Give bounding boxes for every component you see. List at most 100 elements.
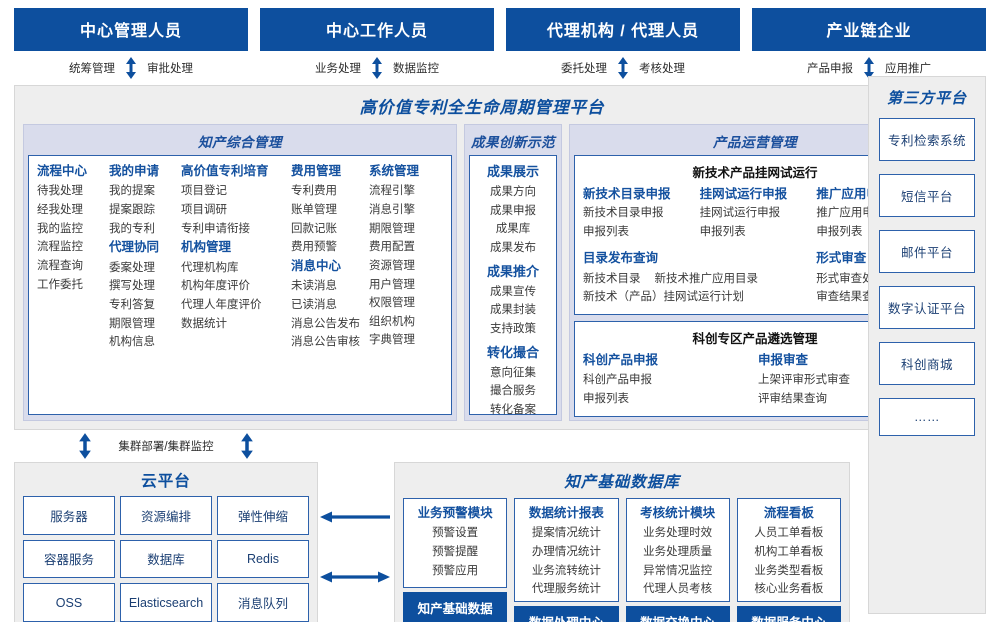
- menu-item[interactable]: 费用配置: [369, 241, 415, 254]
- menu-item[interactable]: 意向征集: [490, 366, 536, 379]
- actor-box-center-managers[interactable]: 中心管理人员: [14, 8, 248, 51]
- menu-item[interactable]: 支持政策: [490, 323, 536, 336]
- menu-item[interactable]: 专利费用: [291, 185, 337, 198]
- cloud-cell-elasticsearch[interactable]: Elasticsearch: [120, 583, 212, 622]
- menu-item[interactable]: 成果方向: [490, 186, 536, 199]
- cloud-cell-message-queue[interactable]: 消息队列: [217, 583, 309, 622]
- menu-item[interactable]: 新技术目录申报: [583, 207, 664, 220]
- menu-item[interactable]: 成果宣传: [490, 285, 536, 298]
- db-card-item[interactable]: 人员工单看板: [754, 527, 824, 540]
- db-card-item[interactable]: 代理服务统计: [531, 583, 601, 596]
- menu-item[interactable]: 申报列表: [816, 225, 863, 238]
- menu-item[interactable]: 权限管理: [369, 297, 415, 310]
- menu-item[interactable]: 上架评审形式审查: [758, 374, 850, 387]
- menu-item[interactable]: 提案跟踪: [109, 204, 155, 216]
- menu-item[interactable]: 未读消息: [291, 280, 337, 293]
- db-footer-service-center[interactable]: 数据服务中心: [736, 605, 841, 622]
- db-card-item[interactable]: 预警应用: [432, 564, 479, 577]
- db-card-item[interactable]: 业务处理质量: [643, 545, 713, 558]
- menu-item[interactable]: 工作委托: [37, 278, 83, 291]
- menu-item[interactable]: 成果申报: [490, 204, 536, 217]
- menu-item[interactable]: 形式审查处理: [816, 272, 886, 285]
- menu-item[interactable]: 消息引擎: [369, 204, 415, 216]
- cloud-cell-resource-orchestration[interactable]: 资源编排: [120, 496, 212, 535]
- menu-item[interactable]: 流程查询: [37, 259, 83, 272]
- db-card-item[interactable]: 业务类型看板: [754, 564, 824, 577]
- menu-item[interactable]: 项目登记: [181, 185, 227, 198]
- menu-item[interactable]: 消息公告审核: [291, 336, 360, 349]
- db-card-item[interactable]: 预警设置: [432, 527, 479, 540]
- menu-item[interactable]: 机构信息: [109, 336, 155, 349]
- menu-item[interactable]: 代理人年度评价: [181, 298, 262, 311]
- menu-item[interactable]: 委案处理: [109, 261, 155, 274]
- menu-item[interactable]: 评审结果查询: [758, 393, 827, 405]
- menu-item[interactable]: 专利申请衔接: [181, 222, 250, 235]
- menu-item[interactable]: 数据统计: [181, 317, 227, 330]
- menu-item[interactable]: 申报列表: [583, 225, 629, 238]
- cloud-cell-database[interactable]: 数据库: [120, 539, 212, 579]
- third-party-item-patent-search[interactable]: 专利检索系统: [879, 118, 975, 161]
- actor-box-agency[interactable]: 代理机构 / 代理人员: [506, 8, 740, 51]
- cloud-cell-oss[interactable]: OSS: [23, 583, 115, 622]
- third-party-item-more[interactable]: ……: [879, 398, 975, 436]
- third-party-item-digital-cert[interactable]: 数字认证平台: [879, 286, 975, 329]
- menu-item[interactable]: 账单管理: [291, 204, 337, 216]
- menu-item[interactable]: 新技术目录: [583, 272, 641, 285]
- menu-item[interactable]: 用户管理: [369, 278, 415, 291]
- menu-item[interactable]: 我的提案: [109, 185, 155, 198]
- menu-item[interactable]: 成果发布: [490, 242, 536, 255]
- menu-item[interactable]: 成果库: [495, 223, 531, 236]
- db-card-item[interactable]: 业务流转统计: [531, 564, 601, 577]
- menu-item[interactable]: 流程引擎: [369, 185, 415, 198]
- db-footer-exchange-center[interactable]: 数据交换中心: [625, 605, 730, 622]
- menu-item[interactable]: 撰写处理: [109, 280, 155, 293]
- cloud-cell-server[interactable]: 服务器: [23, 496, 115, 535]
- menu-item[interactable]: 费用预警: [291, 241, 337, 254]
- menu-item[interactable]: 资源管理: [369, 259, 415, 272]
- cloud-cell-elastic-scaling[interactable]: 弹性伸缩: [217, 496, 309, 535]
- menu-item[interactable]: 我的监控: [37, 222, 83, 235]
- db-card-item[interactable]: 预警提醒: [432, 545, 479, 558]
- db-card-item[interactable]: 核心业务看板: [754, 583, 824, 596]
- menu-item[interactable]: 转化备案: [490, 404, 536, 417]
- menu-item[interactable]: 申报列表: [583, 393, 629, 405]
- menu-item[interactable]: 成果封装: [490, 304, 536, 317]
- cloud-cell-redis[interactable]: Redis: [217, 539, 309, 579]
- third-party-item-sci-mall[interactable]: 科创商城: [879, 342, 975, 385]
- db-card-item[interactable]: 业务处理时效: [643, 527, 713, 540]
- actor-box-industry-chain[interactable]: 产业链企业: [752, 8, 986, 51]
- menu-item[interactable]: 申报列表: [699, 225, 746, 238]
- db-footer-processing-center[interactable]: 数据处理中心: [514, 605, 619, 622]
- menu-item[interactable]: 字典管理: [369, 334, 415, 347]
- menu-item[interactable]: 我的专利: [109, 222, 155, 235]
- menu-item[interactable]: 期限管理: [369, 222, 415, 235]
- menu-item[interactable]: 项目调研: [181, 204, 227, 216]
- menu-item[interactable]: 审查结果查看: [816, 291, 886, 304]
- db-card-item[interactable]: 异常情况监控: [643, 564, 713, 577]
- db-card-item[interactable]: 代理人员考核: [643, 583, 713, 596]
- third-party-item-email[interactable]: 邮件平台: [879, 230, 975, 273]
- menu-item[interactable]: 机构年度评价: [181, 280, 250, 293]
- db-card-item[interactable]: 提案情况统计: [531, 527, 601, 540]
- db-card-item[interactable]: 机构工单看板: [754, 545, 824, 558]
- menu-item[interactable]: 流程监控: [37, 241, 83, 254]
- menu-item[interactable]: 新技术（产品）挂网试运行计划: [583, 291, 744, 304]
- actor-box-center-staff[interactable]: 中心工作人员: [260, 8, 494, 51]
- third-party-item-sms[interactable]: 短信平台: [879, 174, 975, 217]
- menu-item[interactable]: 代理机构库: [181, 261, 239, 274]
- menu-item[interactable]: 期限管理: [109, 317, 155, 330]
- db-card-item[interactable]: 办理情况统计: [531, 545, 601, 558]
- menu-item[interactable]: 待我处理: [37, 185, 83, 198]
- menu-item[interactable]: 挂网试运行申报: [699, 207, 781, 220]
- menu-item[interactable]: 已读消息: [291, 298, 337, 311]
- menu-item[interactable]: 撮合服务: [490, 385, 536, 398]
- cloud-cell-container-service[interactable]: 容器服务: [23, 539, 115, 579]
- menu-item[interactable]: 经我处理: [37, 204, 83, 216]
- menu-item[interactable]: 科创产品申报: [583, 374, 652, 387]
- menu-item[interactable]: 专利答复: [109, 298, 155, 311]
- menu-item[interactable]: 回款记账: [291, 222, 337, 235]
- menu-item[interactable]: 新技术推广应用目录: [654, 272, 759, 285]
- menu-item[interactable]: 组织机构: [369, 315, 415, 328]
- db-footer-basic-data[interactable]: 知产基础数据: [403, 592, 508, 622]
- menu-item[interactable]: 消息公告发布: [291, 317, 360, 330]
